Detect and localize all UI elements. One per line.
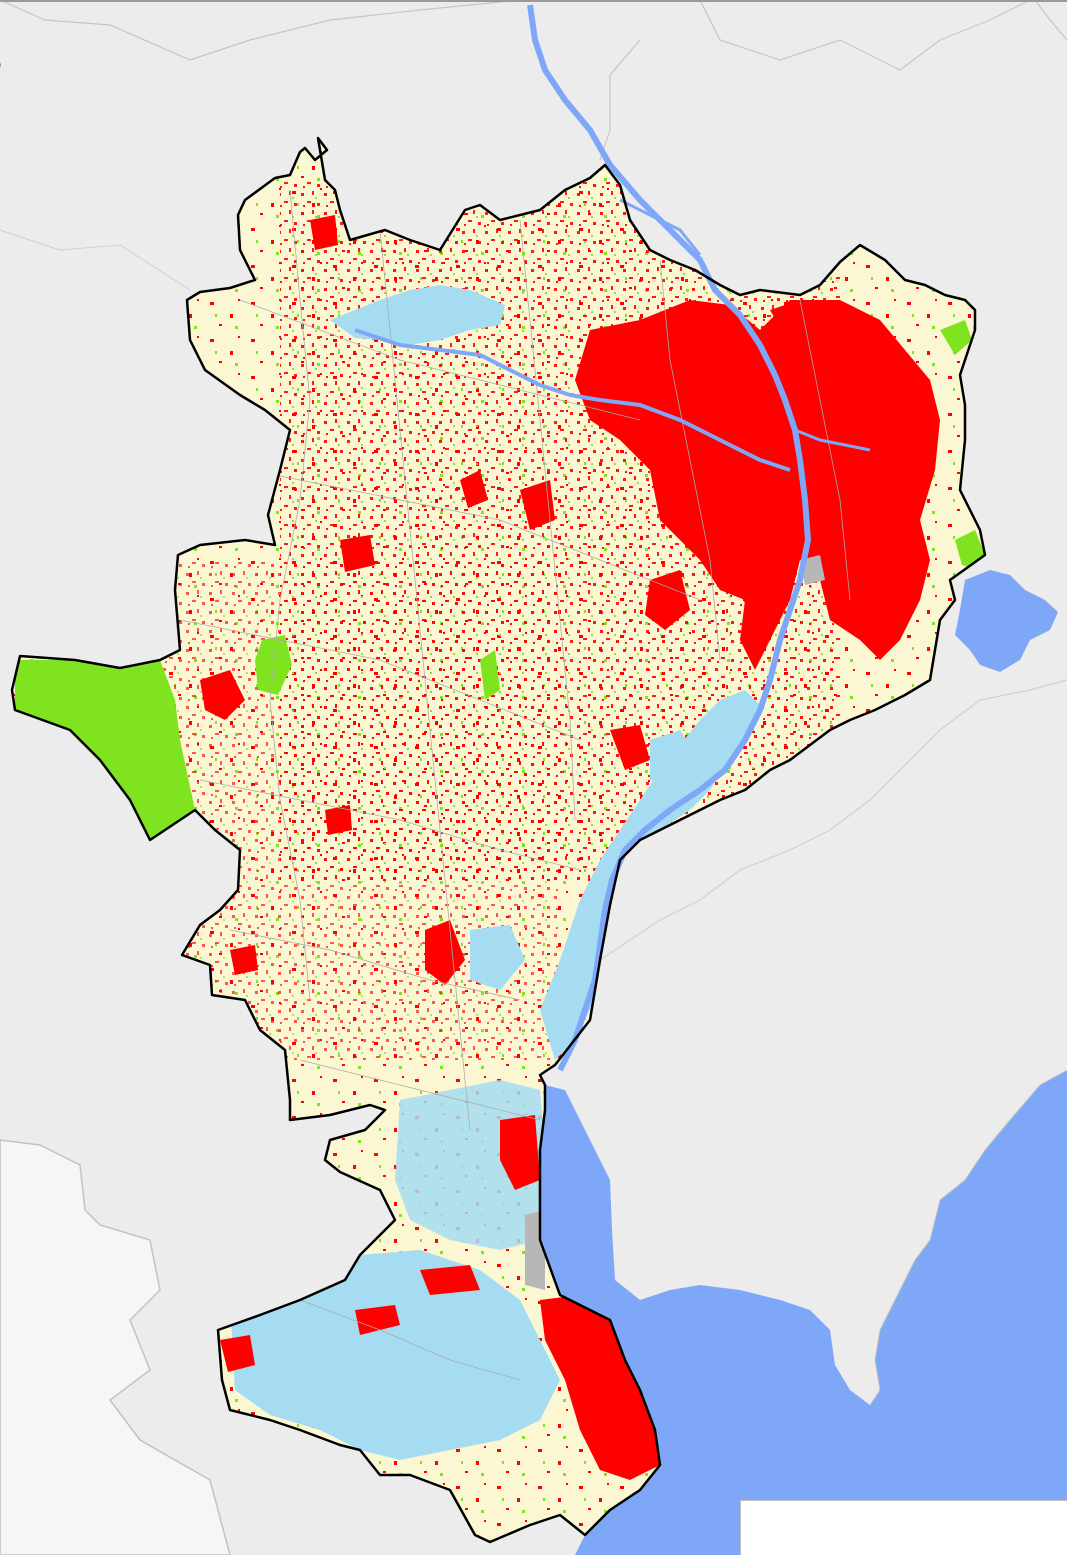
urban-town-southwest-central (325, 805, 352, 835)
commune-boundary (199, 459, 701, 601)
sea-layer (540, 1069, 1067, 1555)
lake-east (955, 570, 1058, 672)
urban-town-west-central (340, 535, 375, 572)
urban-east-suburb (860, 490, 920, 560)
commune-boundary (229, 929, 521, 1001)
pond-central (470, 925, 525, 990)
urban-lagoon-west (220, 1335, 255, 1372)
urban-town-southwest (230, 945, 258, 975)
commune-boundary (269, 189, 311, 1001)
rivers-layer (354, 4, 871, 1072)
urban-north-city (770, 300, 830, 345)
urban-coastal-central (500, 1115, 540, 1190)
urban-town-central (610, 725, 650, 770)
tributary-river-west (354, 328, 791, 472)
urban-town-south-central (425, 920, 465, 985)
urban-lagoon-north (420, 1265, 480, 1295)
commune-boundary (379, 229, 471, 1131)
urban-coastal-south (540, 1295, 660, 1480)
urban-town-west (200, 670, 245, 720)
neighbor-boundary-northeast (599, 0, 1067, 161)
lagoon-south (230, 1250, 560, 1460)
map-frame-top (0, 0, 1067, 2)
commune-boundary (239, 299, 641, 421)
urban-lagoon-islet (355, 1305, 400, 1335)
urban-town-north-central (520, 480, 555, 530)
sea (540, 1070, 1067, 1555)
neighbor-boundary-west (0, 229, 191, 291)
region-outline (10, 136, 987, 1544)
legend-panel (740, 1500, 1067, 1555)
urban-town-north (460, 470, 488, 508)
pond-central-east (650, 730, 700, 790)
corner-text-fragment: S (0, 60, 2, 70)
commune-boundary (199, 779, 581, 871)
commune-boundary (179, 619, 581, 741)
urban-town-northwest (310, 215, 338, 250)
coastline-southeast (869, 1069, 1067, 1406)
neighbor-boundary-north (0, 0, 521, 61)
forest-patch-northeast (940, 320, 972, 355)
commune-boundary (299, 1299, 521, 1381)
forest-west (15, 660, 195, 840)
neighbor-province-southwest (0, 1139, 231, 1555)
tributary-river-north (619, 198, 702, 256)
commune-boundary (519, 219, 576, 821)
urban-core-city (575, 300, 940, 670)
commune-boundary (659, 259, 721, 661)
commune-boundary (299, 1059, 541, 1121)
main-river (527, 4, 812, 1072)
reservoir-north (330, 285, 505, 345)
neighbor-boundary-east (599, 679, 1067, 961)
green-patch-center (480, 650, 500, 700)
urban-patch-south-city (645, 570, 690, 630)
commune-boundary (799, 299, 851, 601)
commune-boundaries-layer (179, 189, 851, 1381)
urban-areas-layer (200, 215, 940, 1480)
tributary-river-east (794, 428, 871, 452)
